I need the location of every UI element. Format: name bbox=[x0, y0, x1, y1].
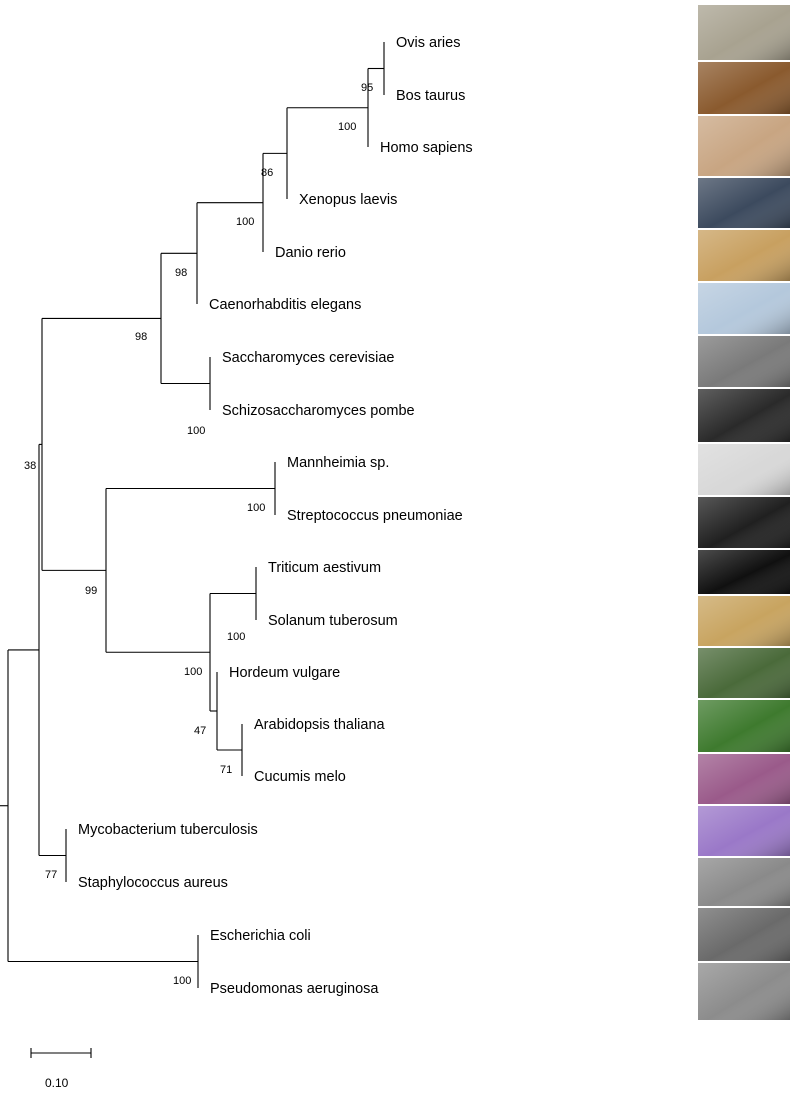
hereford-cow-photo bbox=[698, 62, 790, 114]
scale-bar-label: 0.10 bbox=[45, 1076, 69, 1090]
photo-shading bbox=[698, 444, 790, 495]
taxon-label: Danio rerio bbox=[275, 245, 346, 261]
melon-photo bbox=[698, 754, 790, 804]
bacteria-sem-photo bbox=[698, 858, 790, 906]
taxon-label: Streptococcus pneumoniae bbox=[287, 508, 463, 524]
bootstrap-value: 100 bbox=[247, 502, 265, 514]
photo-shading bbox=[698, 178, 790, 228]
arabidopsis-rosettes-photo bbox=[698, 700, 790, 752]
petri-dish-photo bbox=[698, 389, 790, 442]
taxon-label: Staphylococcus aureus bbox=[78, 875, 228, 891]
yeast-sem-photo bbox=[698, 336, 790, 387]
taxon-label: Hordeum vulgare bbox=[229, 665, 340, 681]
photo-shading bbox=[698, 336, 790, 387]
taxon-label: Saccharomyces cerevisiae bbox=[222, 350, 394, 366]
photo-shading bbox=[698, 230, 790, 281]
photo-shading bbox=[698, 116, 790, 176]
taxon-label: Triticum aestivum bbox=[268, 560, 381, 576]
bootstrap-value: 47 bbox=[194, 725, 206, 737]
potatoes-photo bbox=[698, 596, 790, 646]
photo-shading bbox=[698, 754, 790, 804]
bootstrap-value: 95 bbox=[361, 82, 373, 94]
taxon-label: Solanum tuberosum bbox=[268, 613, 398, 629]
human-head-render-photo bbox=[698, 116, 790, 176]
photo-shading bbox=[698, 5, 790, 60]
bootstrap-value: 98 bbox=[135, 331, 147, 343]
taxon-label: Mannheimia sp. bbox=[287, 455, 389, 471]
stained-tissue-photo bbox=[698, 806, 790, 856]
photo-shading bbox=[698, 806, 790, 856]
taxon-label: Xenopus laevis bbox=[299, 192, 397, 208]
taxon-label: Arabidopsis thaliana bbox=[254, 717, 386, 733]
bootstrap-value: 100 bbox=[227, 631, 245, 643]
photo-shading bbox=[698, 62, 790, 114]
zebrafish-photo bbox=[698, 230, 790, 281]
bootstrap-values: 95 100 86 100 98 100 98 38 100 99 100 100 47 71 77 100 bbox=[24, 82, 373, 987]
taxon-label: Homo sapiens bbox=[380, 140, 473, 156]
photo-shading bbox=[698, 858, 790, 906]
bootstrap-value: 77 bbox=[45, 869, 57, 881]
taxon-label: Pseudomonas aeruginosa bbox=[210, 981, 379, 997]
photo-shading bbox=[698, 497, 790, 548]
nematode-micrograph-photo bbox=[698, 283, 790, 334]
photo-shading bbox=[698, 648, 790, 698]
bootstrap-value: 86 bbox=[261, 167, 273, 179]
bootstrap-value: 99 bbox=[85, 585, 97, 597]
photo-shading bbox=[698, 283, 790, 334]
photo-shading bbox=[698, 389, 790, 442]
photo-shading bbox=[698, 596, 790, 646]
bootstrap-value: 38 bbox=[24, 460, 36, 472]
barley-plants-photo bbox=[698, 648, 790, 698]
bootstrap-value: 98 bbox=[175, 267, 187, 279]
sheep-flock-photo bbox=[698, 5, 790, 60]
bacteria-tem-photo bbox=[698, 444, 790, 495]
scale-bar: 0.10 bbox=[30, 1048, 92, 1090]
bootstrap-value: 100 bbox=[184, 666, 202, 678]
ecoli-sem-photo bbox=[698, 908, 790, 961]
taxon-label: Escherichia coli bbox=[210, 928, 311, 944]
bootstrap-value: 100 bbox=[236, 216, 254, 228]
bacteria-sem-panels-photo bbox=[698, 497, 790, 548]
taxon-label: Schizosaccharomyces pombe bbox=[222, 403, 415, 419]
bootstrap-value: 100 bbox=[173, 975, 191, 987]
photo-shading bbox=[698, 550, 790, 594]
wheat-seedlings-photo bbox=[698, 550, 790, 594]
bootstrap-value: 100 bbox=[338, 121, 356, 133]
pseudomonas-tem-photo bbox=[698, 963, 790, 1020]
taxon-label: Bos taurus bbox=[396, 88, 465, 104]
tree-branches bbox=[0, 42, 385, 988]
photo-shading bbox=[698, 908, 790, 961]
frog-micrograph-photo bbox=[698, 178, 790, 228]
taxon-label: Mycobacterium tuberculosis bbox=[78, 822, 258, 838]
taxon-label: Caenorhabditis elegans bbox=[209, 297, 361, 313]
photo-shading bbox=[698, 963, 790, 1020]
bootstrap-value: 100 bbox=[187, 425, 205, 437]
taxon-label: Ovis aries bbox=[396, 35, 460, 51]
taxon-photos bbox=[698, 5, 790, 1020]
photo-shading bbox=[698, 700, 790, 752]
bootstrap-value: 71 bbox=[220, 764, 232, 776]
taxon-label: Cucumis melo bbox=[254, 769, 346, 785]
